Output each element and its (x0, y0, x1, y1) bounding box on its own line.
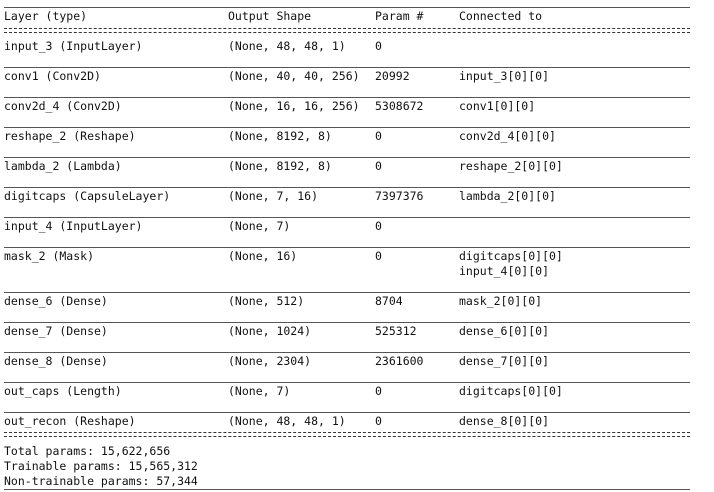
output-shape: (None, 7, 16) (228, 189, 319, 203)
trainable-params: Trainable params: 15,565,312 (4, 459, 198, 473)
param-count: 0 (375, 219, 382, 233)
layer-name: conv2d_4 (Conv2D) (4, 99, 122, 113)
table-row: conv1 (Conv2D) (None, 40, 40, 256) 20992… (4, 69, 690, 83)
row-divider (4, 187, 690, 188)
output-shape: (None, 1024) (228, 324, 312, 338)
output-shape: (None, 512) (228, 294, 305, 308)
table-row: input_3 (InputLayer) (None, 48, 48, 1) 0 (4, 39, 690, 53)
output-shape: (None, 40, 40, 256) (228, 69, 360, 83)
table-row-continuation: input_4[0][0] (4, 264, 690, 278)
layer-name: out_recon (Reshape) (4, 414, 136, 428)
layer-name: conv1 (Conv2D) (4, 69, 101, 83)
layer-name: out_caps (Length) (4, 384, 122, 398)
table-row: out_recon (Reshape) (None, 48, 48, 1) 0 … (4, 414, 690, 428)
output-shape: (None, 8192, 8) (228, 129, 332, 143)
layer-name: reshape_2 (Reshape) (4, 129, 136, 143)
connected-to: input_4[0][0] (459, 264, 550, 278)
row-divider (4, 97, 690, 98)
table-row: dense_7 (Dense) (None, 1024) 525312 dens… (4, 324, 690, 338)
table-row: dense_6 (Dense) (None, 512) 8704 mask_2[… (4, 294, 690, 308)
param-count: 525312 (375, 324, 417, 338)
param-count: 7397376 (375, 189, 424, 203)
connected-to: dense_8[0][0] (459, 414, 550, 428)
header-param: Param # (375, 9, 424, 23)
layer-name: digitcaps (CapsuleLayer) (4, 189, 171, 203)
output-shape: (None, 7) (228, 384, 291, 398)
output-shape: (None, 48, 48, 1) (228, 39, 346, 53)
layer-name: input_3 (InputLayer) (4, 39, 143, 53)
connected-to: dense_6[0][0] (459, 324, 550, 338)
param-count: 5308672 (375, 99, 424, 113)
layer-name: input_4 (InputLayer) (4, 219, 143, 233)
param-count: 2361600 (375, 354, 424, 368)
row-divider (4, 382, 690, 383)
param-count: 0 (375, 39, 382, 53)
table-row: out_caps (Length) (None, 7) 0 digitcaps[… (4, 384, 690, 398)
param-count: 0 (375, 249, 382, 263)
connected-to: digitcaps[0][0] (459, 384, 563, 398)
row-divider (4, 322, 690, 323)
connected-to: lambda_2[0][0] (459, 189, 556, 203)
layer-name: dense_7 (Dense) (4, 324, 108, 338)
connected-to: conv1[0][0] (459, 99, 536, 113)
non-trainable-params: Non-trainable params: 57,344 (4, 474, 198, 488)
output-shape: (None, 7) (228, 219, 291, 233)
param-count: 8704 (375, 294, 403, 308)
table-row: digitcaps (CapsuleLayer) (None, 7, 16) 7… (4, 189, 690, 203)
param-count: 20992 (375, 69, 410, 83)
connected-to: digitcaps[0][0] (459, 249, 563, 263)
layer-name: dense_6 (Dense) (4, 294, 108, 308)
row-divider (4, 292, 690, 293)
layer-name: dense_8 (Dense) (4, 354, 108, 368)
output-shape: (None, 16) (228, 249, 298, 263)
layer-name: mask_2 (Mask) (4, 249, 95, 263)
layer-name: lambda_2 (Lambda) (4, 159, 122, 173)
row-divider (4, 127, 690, 128)
header-row: Layer (type) Output Shape Param # Connec… (4, 9, 690, 23)
output-shape: (None, 48, 48, 1) (228, 414, 346, 428)
table-row: lambda_2 (Lambda) (None, 8192, 8) 0 resh… (4, 159, 690, 173)
header-layer: Layer (type) (4, 9, 88, 23)
table-row: mask_2 (Mask) (None, 16) 0 digitcaps[0][… (4, 249, 690, 263)
connected-to: reshape_2[0][0] (459, 159, 563, 173)
output-shape: (None, 16, 16, 256) (228, 99, 360, 113)
row-divider (4, 157, 690, 158)
bottom-rule (4, 489, 690, 490)
connected-to: mask_2[0][0] (459, 294, 543, 308)
row-divider (4, 412, 690, 413)
param-count: 0 (375, 384, 382, 398)
total-params: Total params: 15,622,656 (4, 444, 171, 458)
connected-to: dense_7[0][0] (459, 354, 550, 368)
output-shape: (None, 2304) (228, 354, 312, 368)
table-row: conv2d_4 (Conv2D) (None, 16, 16, 256) 53… (4, 99, 690, 113)
param-count: 0 (375, 129, 382, 143)
row-divider (4, 67, 690, 68)
row-divider (4, 247, 690, 248)
output-shape: (None, 8192, 8) (228, 159, 332, 173)
header-double-rule (4, 28, 690, 33)
header-connected-to: Connected to (459, 9, 543, 23)
table-row: dense_8 (Dense) (None, 2304) 2361600 den… (4, 354, 690, 368)
table-row: input_4 (InputLayer) (None, 7) 0 (4, 219, 690, 233)
connected-to: conv2d_4[0][0] (459, 129, 556, 143)
table-row: reshape_2 (Reshape) (None, 8192, 8) 0 co… (4, 129, 690, 143)
footer-double-rule (4, 432, 690, 437)
row-divider (4, 352, 690, 353)
top-rule (4, 7, 690, 8)
connected-to: input_3[0][0] (459, 69, 550, 83)
header-output-shape: Output Shape (228, 9, 312, 23)
param-count: 0 (375, 159, 382, 173)
param-count: 0 (375, 414, 382, 428)
row-divider (4, 217, 690, 218)
